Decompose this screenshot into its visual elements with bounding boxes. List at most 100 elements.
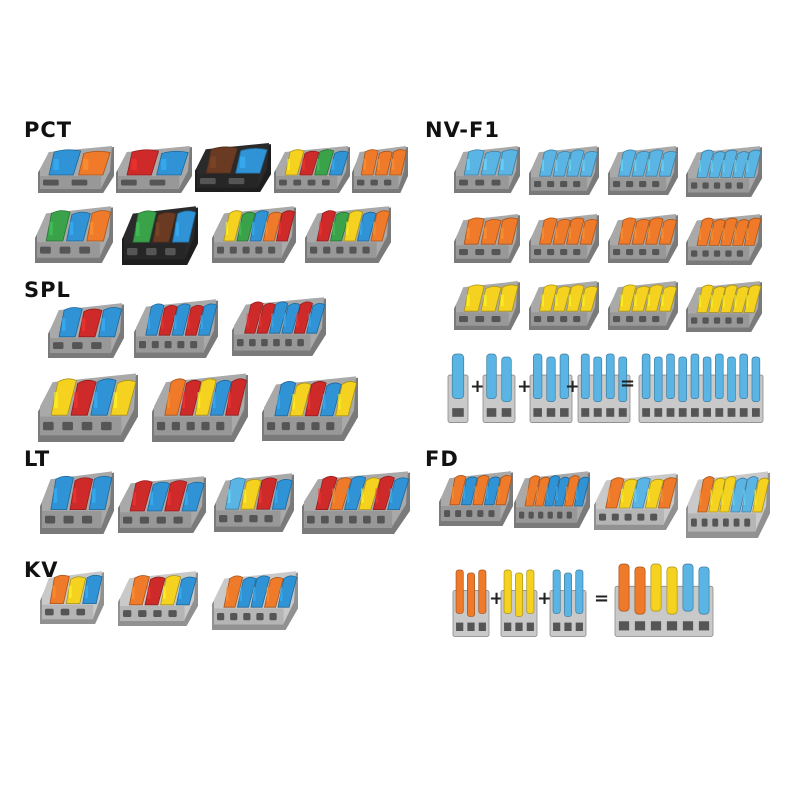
lever bbox=[605, 477, 625, 509]
lever-highlight bbox=[568, 294, 572, 306]
module-nv-f1-2 bbox=[482, 353, 516, 423]
lever bbox=[657, 477, 678, 509]
lever-highlight bbox=[161, 159, 167, 170]
lever-highlight bbox=[225, 221, 229, 235]
module-wire-hole bbox=[515, 622, 523, 631]
wire-hole bbox=[165, 247, 176, 256]
lever-highlight bbox=[500, 294, 504, 306]
wire-hole bbox=[168, 610, 177, 617]
connector-pct bbox=[116, 146, 192, 193]
connector-pct bbox=[274, 146, 350, 193]
lever bbox=[250, 575, 271, 608]
wire-hole bbox=[123, 610, 132, 617]
module-lever bbox=[739, 353, 748, 399]
lever-highlight bbox=[53, 488, 58, 503]
module-lever bbox=[690, 353, 700, 399]
plus-sign: + bbox=[517, 376, 533, 397]
lever bbox=[158, 304, 178, 336]
wire-hole bbox=[101, 421, 112, 431]
wire-hole bbox=[242, 246, 250, 254]
lever-highlight bbox=[239, 587, 242, 601]
lever-highlight bbox=[634, 159, 637, 171]
wire-hole bbox=[560, 181, 568, 188]
connector-pct bbox=[352, 146, 408, 193]
module-wire-hole bbox=[650, 621, 662, 631]
lever-highlight bbox=[200, 315, 203, 329]
lever-highlight bbox=[175, 222, 180, 236]
lever-highlight bbox=[318, 488, 321, 503]
lever bbox=[708, 286, 726, 313]
lever-highlight bbox=[743, 489, 746, 505]
connector-spl bbox=[152, 373, 248, 442]
wire-hole bbox=[43, 421, 54, 431]
lever-highlight bbox=[278, 221, 281, 235]
connector-lt bbox=[302, 471, 410, 534]
lever bbox=[524, 475, 541, 507]
module-wire-hole bbox=[727, 408, 736, 417]
connector-lt bbox=[214, 473, 294, 532]
lever-highlight bbox=[89, 221, 94, 235]
wire-hole bbox=[560, 316, 568, 323]
module-wire-hole bbox=[504, 622, 512, 631]
lever-highlight bbox=[721, 489, 724, 505]
lever bbox=[372, 475, 395, 510]
lever-highlight bbox=[69, 221, 74, 235]
connector-nv-f1 bbox=[608, 146, 678, 195]
lever bbox=[696, 149, 714, 178]
wire-hole bbox=[459, 179, 468, 186]
lever bbox=[618, 478, 638, 509]
module-lever bbox=[451, 353, 465, 399]
wire-hole bbox=[173, 516, 183, 524]
connector-front-face bbox=[304, 510, 393, 529]
wire-hole bbox=[139, 340, 147, 349]
lever bbox=[223, 575, 244, 608]
lever-highlight bbox=[710, 295, 713, 307]
lever-highlight bbox=[101, 318, 106, 331]
lever-highlight bbox=[322, 394, 326, 409]
connector-nv-f1 bbox=[686, 146, 762, 197]
lever-highlight bbox=[296, 313, 299, 327]
lever bbox=[145, 303, 165, 336]
lever-highlight bbox=[647, 294, 651, 306]
wire-hole bbox=[652, 181, 660, 188]
wire-hole bbox=[349, 246, 357, 254]
lever-highlight bbox=[582, 159, 585, 171]
module-lever bbox=[678, 356, 687, 402]
wire-hole bbox=[296, 422, 305, 431]
lever bbox=[495, 475, 513, 506]
module-fd-result bbox=[614, 563, 714, 637]
connector-nv-f1 bbox=[608, 281, 678, 330]
wire-hole bbox=[744, 518, 751, 527]
wire-hole bbox=[79, 246, 91, 254]
module-nv-f1-4 bbox=[577, 353, 631, 423]
wire-hole bbox=[249, 338, 256, 347]
lever-highlight bbox=[160, 315, 164, 329]
lever-highlight bbox=[150, 491, 154, 505]
lever-highlight bbox=[565, 486, 568, 500]
connector-kv bbox=[40, 571, 104, 624]
module-lever bbox=[593, 356, 603, 402]
lever-highlight bbox=[582, 294, 585, 306]
wire-hole bbox=[217, 246, 225, 254]
wire-hole bbox=[164, 340, 172, 349]
module-lever bbox=[698, 566, 710, 615]
lever-highlight bbox=[710, 160, 713, 172]
lever bbox=[274, 381, 297, 417]
lever bbox=[209, 379, 232, 416]
lever-highlight bbox=[246, 313, 249, 327]
wire-hole bbox=[237, 338, 244, 347]
wire-hole bbox=[264, 514, 273, 523]
lever bbox=[194, 378, 217, 416]
module-wire-hole bbox=[456, 622, 464, 631]
lever-highlight bbox=[463, 486, 466, 499]
wire-hole bbox=[281, 422, 290, 431]
lever-highlight bbox=[346, 488, 350, 503]
lever-highlight bbox=[555, 227, 558, 239]
wire-hole bbox=[177, 340, 185, 349]
lever-highlight bbox=[147, 586, 151, 599]
connector-front-face bbox=[688, 513, 756, 532]
lever-highlight bbox=[541, 294, 544, 306]
lever bbox=[743, 284, 762, 313]
lever-highlight bbox=[316, 159, 320, 170]
wire-hole bbox=[736, 182, 744, 189]
